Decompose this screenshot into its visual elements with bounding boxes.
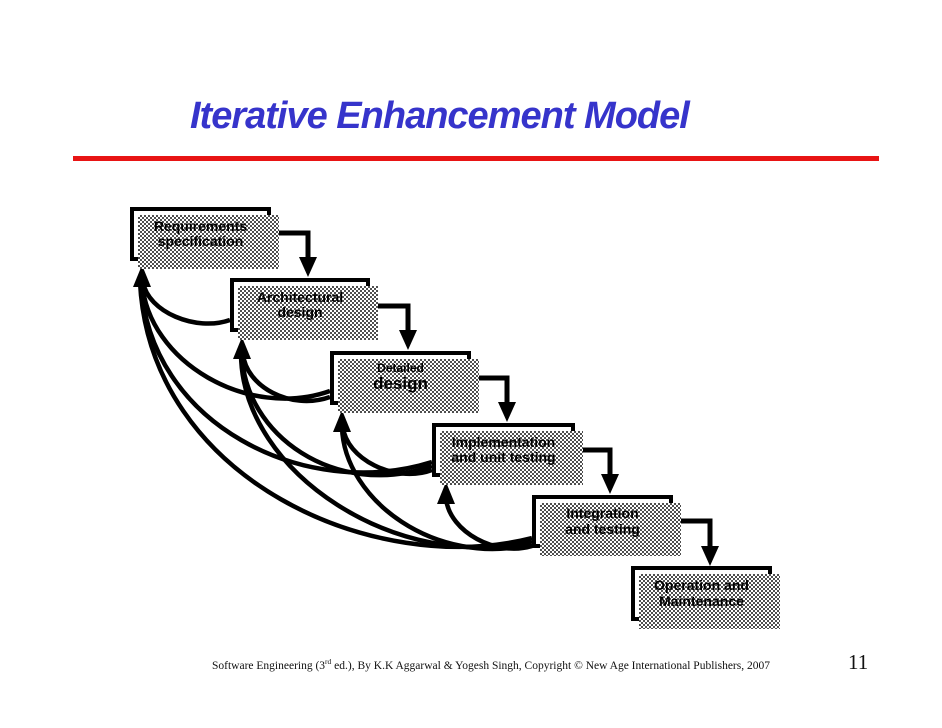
- footer-citation-prefix: Software Engineering (3: [212, 659, 326, 672]
- phase-label: Maintenance: [659, 592, 744, 609]
- up-arrowhead-icon: [133, 265, 151, 287]
- down-arrowhead-icon: [399, 330, 417, 350]
- down-arrowhead-icon: [701, 546, 719, 566]
- phase-box-detailed-design: Detailed design: [330, 351, 471, 405]
- page-number: 11: [848, 650, 869, 674]
- phase-label: Architectural: [256, 288, 344, 305]
- phase-box-architectural-design: Architectural design: [230, 278, 370, 332]
- feedback-impl-to-req: [138, 281, 433, 475]
- down-arrowhead-icon: [299, 257, 317, 277]
- phase-label: design: [277, 304, 323, 320]
- phase-label: Implementation: [451, 433, 556, 450]
- phase-label: Operation and: [654, 577, 749, 594]
- footer-citation-suffix: ed.), By K.K Aggarwal & Yogesh Singh, Co…: [331, 659, 770, 672]
- feedback-detailed-to-arch: [240, 353, 331, 404]
- forward-arrow-req-to-arch: [270, 230, 317, 277]
- feedback-impl-to-detailed: [340, 426, 433, 477]
- title-underline-rule: [73, 156, 879, 161]
- phase-label: Integration: [566, 505, 639, 522]
- phase-label: Requirements: [153, 217, 248, 234]
- feedback-integration-to-detailed: [339, 426, 533, 552]
- phase-box-implementation-unit-testing: Implementation and unit testing: [432, 423, 575, 477]
- phase-box-integration-testing: Integration and testing: [532, 495, 673, 548]
- feedback-arch-to-req: [140, 281, 231, 326]
- slide-title: Iterative Enhancement Model: [190, 95, 690, 137]
- forward-arrow-arch-to-detailed: [368, 303, 417, 350]
- up-arrowhead-icon: [437, 482, 455, 504]
- footer-citation: Software Engineering (3rd ed.), By K.K A…: [212, 657, 770, 672]
- up-arrowhead-icon: [233, 337, 251, 359]
- phase-label: and unit testing: [451, 449, 556, 465]
- phase-box-requirements-specification: Requirements specification: [130, 207, 271, 261]
- down-arrowhead-icon: [498, 402, 516, 422]
- forward-arrow-impl-to-integration: [575, 447, 619, 494]
- phase-label: Detailed: [377, 361, 424, 376]
- feedback-integration-to-impl: [443, 498, 533, 551]
- footer-citation-ordinal: rd: [325, 657, 332, 666]
- phase-label: specification: [157, 233, 244, 249]
- down-arrowhead-icon: [601, 474, 619, 494]
- up-arrowhead-icon: [333, 410, 351, 432]
- phase-label: and testing: [565, 520, 640, 537]
- phase-box-operation-maintenance: Operation and Maintenance: [631, 566, 772, 621]
- forward-arrow-detailed-to-impl: [471, 375, 516, 422]
- feedback-curves: [137, 281, 533, 552]
- feedback-detailed-to-req: [139, 281, 331, 401]
- phase-label: design: [373, 374, 428, 394]
- forward-arrow-integration-to-operation: [673, 518, 719, 566]
